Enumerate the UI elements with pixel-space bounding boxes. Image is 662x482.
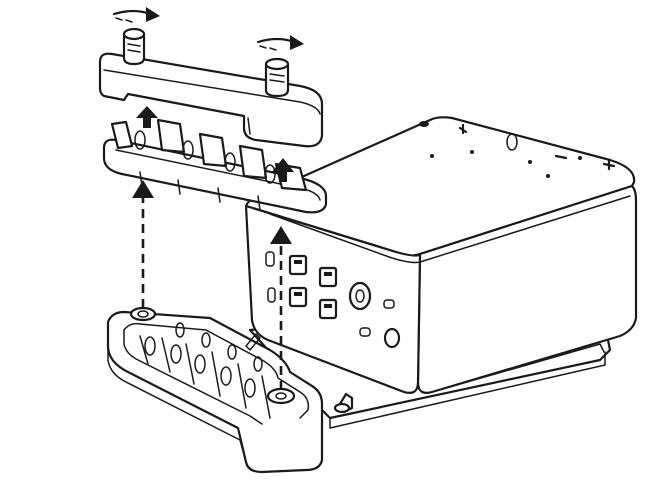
thumb-screw-left (122, 27, 146, 66)
docking-station (244, 116, 638, 394)
port-panel (265, 251, 401, 349)
top-clamp-bar (98, 52, 324, 148)
assembly-path-right (270, 226, 292, 390)
cable-retention-insert (102, 106, 328, 214)
screw-rotate-left (112, 7, 160, 23)
lift-insert-left (136, 106, 158, 128)
screw-rotate-right (256, 35, 304, 51)
lift-insert-right (272, 158, 294, 182)
thumb-screw-right (264, 57, 290, 98)
assembly-path-left (132, 180, 154, 308)
